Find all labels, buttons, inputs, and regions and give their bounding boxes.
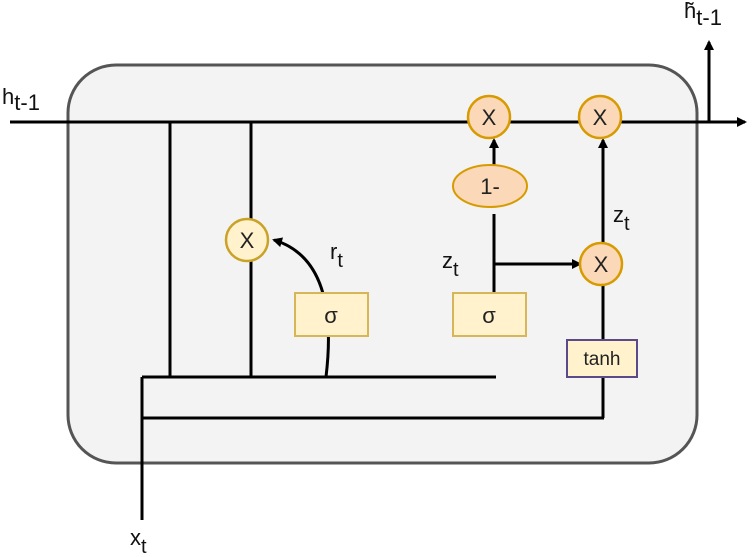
- r-label: rt: [330, 239, 343, 272]
- cell-boundary: [66, 63, 699, 465]
- candidate-multiply-op: [578, 241, 624, 287]
- update-complement-multiply-op: [466, 94, 512, 140]
- z-right-label: zt: [613, 202, 630, 235]
- update-complement-multiply-symbol: X: [482, 105, 497, 130]
- output-multiply-op: [577, 94, 623, 140]
- reset-sigma-gate: [294, 292, 369, 337]
- z-left-label: zt: [442, 248, 459, 281]
- reset-sigma-label: σ: [324, 303, 338, 328]
- update-sigma-gate: [452, 292, 527, 337]
- h-prev-label: ht-1: [2, 84, 40, 115]
- candidate-multiply-symbol: X: [594, 252, 609, 277]
- one-minus-label: 1-: [480, 174, 500, 199]
- reset-signal-path: [272, 237, 330, 378]
- output-multiply-symbol: X: [593, 105, 608, 130]
- x-label: xt: [130, 525, 147, 557]
- output-label: h̃t-1: [684, 0, 722, 30]
- reset-multiply-symbol: X: [240, 228, 255, 253]
- one-minus-op: [452, 164, 528, 208]
- tanh-gate: [566, 339, 638, 378]
- reset-multiply-op: [224, 217, 270, 263]
- update-sigma-label: σ: [482, 303, 496, 328]
- tanh-label: tanh: [584, 349, 621, 370]
